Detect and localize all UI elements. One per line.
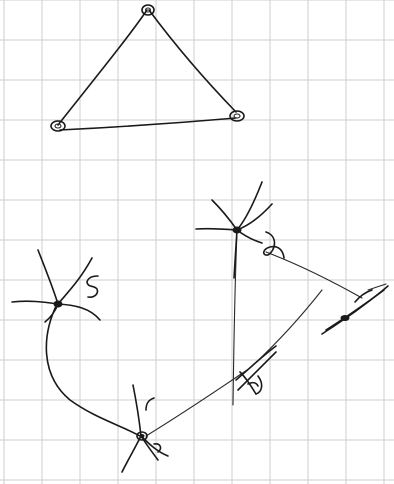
edge-left-to-bottom: [46, 304, 140, 436]
node-left-star: [12, 250, 100, 322]
triangle-node-left: [51, 121, 65, 131]
node-top-right-star: [196, 182, 284, 278]
edge-top-right-to-far-right: [266, 252, 362, 298]
bottom-graph-edges: [46, 232, 362, 436]
triangle-node-top: [142, 5, 154, 15]
triangle-edge-top-right: [149, 10, 236, 112]
top-right-node-loop: [264, 232, 284, 258]
node-bottom: [122, 385, 168, 472]
node-far-right: [322, 284, 388, 334]
triangle-edge-top-left: [58, 10, 147, 125]
left-node-mark: [87, 276, 98, 297]
